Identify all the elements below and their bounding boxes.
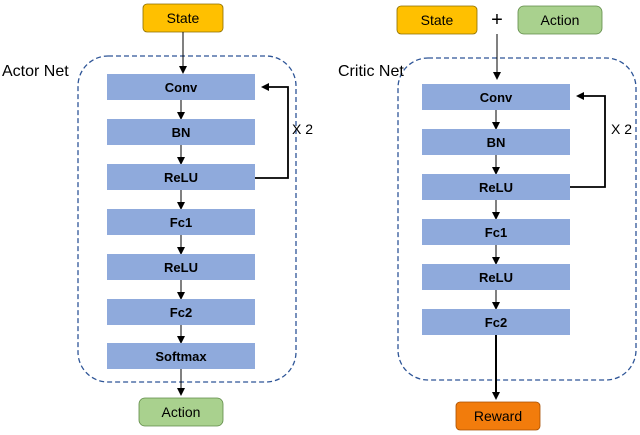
critic-layer-label: ReLU bbox=[479, 180, 513, 195]
critic-layer-2: ReLU bbox=[422, 174, 570, 200]
actor-layer-label: BN bbox=[172, 125, 191, 140]
critic-net-title: Critic Net bbox=[338, 63, 404, 80]
actor-layer-label: ReLU bbox=[164, 260, 198, 275]
actor-layer-5: Fc2 bbox=[107, 299, 255, 325]
actor-state-label: State bbox=[167, 10, 200, 26]
critic-layer-label: Fc2 bbox=[485, 315, 507, 330]
actor-layer-4: ReLU bbox=[107, 254, 255, 280]
actor-action-box bbox=[138, 397, 224, 427]
critic-reward-box bbox=[455, 401, 541, 431]
critic-layer-3: Fc1 bbox=[422, 219, 570, 245]
actor-repeat-label: X 2 bbox=[292, 121, 313, 137]
actor-net: Actor Net State Conv BN ReLU Fc1 ReLU bbox=[2, 3, 313, 427]
critic-state-box bbox=[396, 5, 478, 35]
critic-repeat-loop bbox=[570, 92, 606, 188]
critic-reward-label: Reward bbox=[474, 408, 522, 424]
actor-layer-3: Fc1 bbox=[107, 209, 255, 235]
critic-net-container bbox=[397, 57, 637, 381]
plus-sign: + bbox=[491, 9, 503, 31]
actor-layer-label: Fc1 bbox=[170, 215, 192, 230]
critic-action-box bbox=[517, 5, 603, 35]
critic-layer-label: BN bbox=[487, 135, 506, 150]
critic-layer-label: Conv bbox=[480, 90, 513, 105]
critic-layer-0: Conv bbox=[422, 84, 570, 110]
critic-layer-label: Fc1 bbox=[485, 225, 507, 240]
critic-layer-1: BN bbox=[422, 129, 570, 155]
actor-action-label: Action bbox=[162, 404, 201, 420]
critic-state-label: State bbox=[421, 12, 454, 28]
critic-layer-5: Fc2 bbox=[422, 309, 570, 335]
actor-layer-1: BN bbox=[107, 119, 255, 145]
critic-repeat-label: X 2 bbox=[611, 121, 632, 137]
critic-net: Critic Net State + Action Conv BN ReLU F… bbox=[338, 5, 637, 431]
actor-layer-label: Conv bbox=[165, 80, 198, 95]
actor-layer-2: ReLU bbox=[107, 164, 255, 190]
actor-layer-6: Softmax bbox=[107, 343, 255, 369]
actor-layer-label: Fc2 bbox=[170, 305, 192, 320]
critic-action-label: Action bbox=[541, 12, 580, 28]
actor-net-container bbox=[77, 55, 297, 383]
actor-net-title: Actor Net bbox=[2, 63, 69, 80]
actor-repeat-loop bbox=[255, 83, 289, 179]
actor-layer-label: ReLU bbox=[164, 170, 198, 185]
actor-layer-0: Conv bbox=[107, 74, 255, 100]
critic-layer-label: ReLU bbox=[479, 270, 513, 285]
critic-layer-4: ReLU bbox=[422, 264, 570, 290]
actor-layer-label: Softmax bbox=[155, 349, 207, 364]
